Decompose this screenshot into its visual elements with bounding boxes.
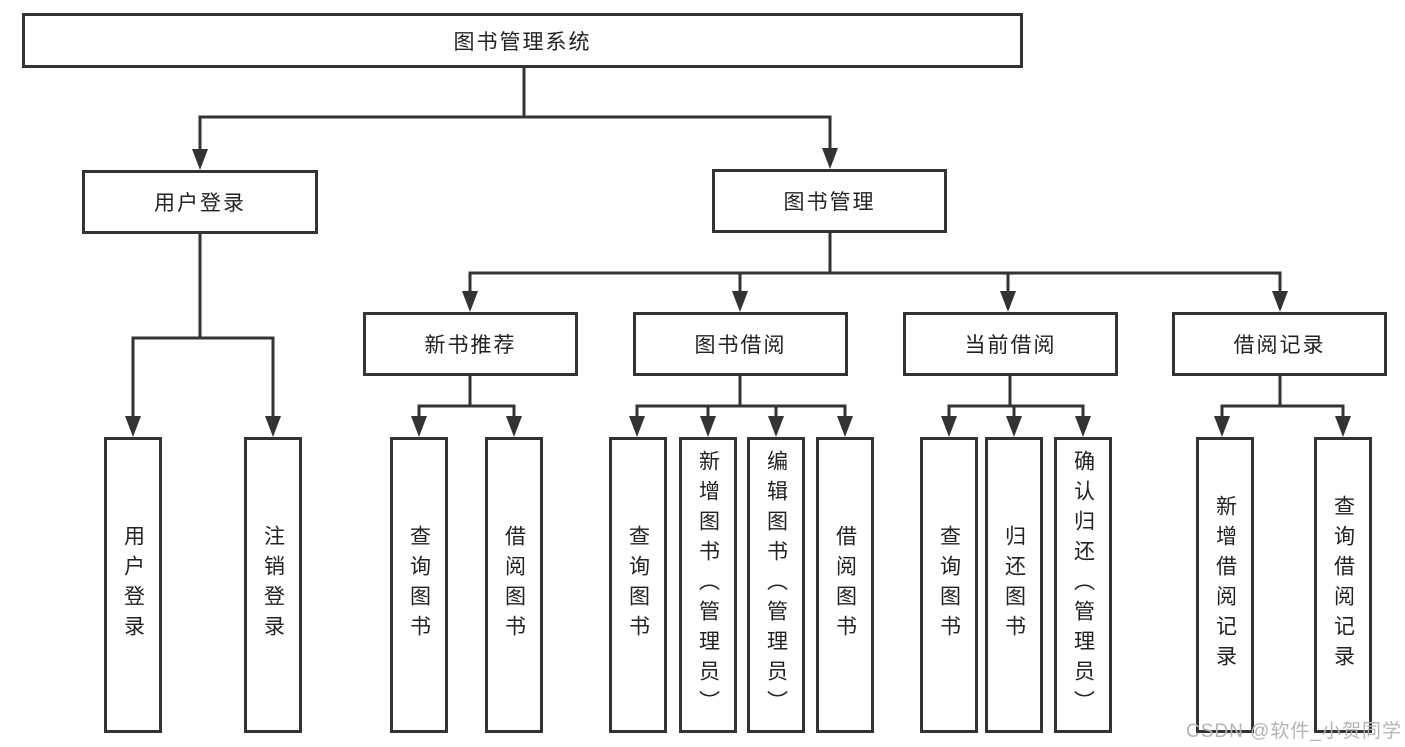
leaf-borrow-books-borrowing-label: 借阅图书	[833, 525, 857, 645]
arrow-head	[768, 416, 784, 437]
connector-line	[468, 233, 1282, 295]
arrow-head	[629, 416, 645, 437]
connector-line	[635, 376, 847, 420]
leaf-confirm-return-admin: 确认归还（管理员）	[1054, 437, 1112, 733]
node-new-book-recommendation: 新书推荐	[363, 312, 578, 376]
arrow-head	[1006, 416, 1022, 437]
arrow-head	[125, 416, 141, 437]
leaf-logout-label: 注销登录	[261, 525, 285, 645]
leaf-add-borrow-record: 新增借阅记录	[1196, 437, 1254, 733]
arrow-head	[265, 416, 281, 437]
arrow-head	[941, 416, 957, 437]
arrow-head	[1272, 291, 1288, 312]
leaf-return-books: 归还图书	[985, 437, 1043, 733]
node-book-borrowing-label: 图书借阅	[694, 334, 787, 357]
arrow-head	[1214, 416, 1230, 437]
arrow-head	[411, 416, 427, 437]
leaf-borrow-books-recommend-label: 借阅图书	[502, 525, 526, 645]
leaf-edit-books-admin: 编辑图书（管理员）	[747, 437, 805, 733]
leaf-borrow-books-borrowing: 借阅图书	[816, 437, 874, 733]
leaf-query-borrow-record-label: 查询借阅记录	[1331, 495, 1355, 675]
leaf-return-books-label: 归还图书	[1002, 525, 1026, 645]
arrow-head	[462, 291, 478, 312]
leaf-user-login-label: 用户登录	[121, 525, 145, 645]
node-current-borrowing: 当前借阅	[903, 312, 1118, 376]
arrow-head	[506, 416, 522, 437]
leaf-add-books-admin: 新增图书（管理员）	[679, 437, 737, 733]
node-new-book-recommendation-label: 新书推荐	[424, 334, 517, 357]
leaf-query-books-current-label: 查询图书	[937, 525, 961, 645]
leaf-confirm-return-admin-label: 确认归还（管理员）	[1071, 450, 1095, 720]
node-book-borrowing: 图书借阅	[633, 312, 848, 376]
node-borrowing-records-label: 借阅记录	[1233, 334, 1326, 357]
arrow-head	[1335, 416, 1351, 437]
leaf-query-books-borrowing-label: 查询图书	[626, 525, 650, 645]
arrow-head	[700, 416, 716, 437]
connector-line	[417, 376, 516, 420]
leaf-query-borrow-record: 查询借阅记录	[1314, 437, 1372, 733]
connector-line	[131, 233, 275, 420]
node-book-management-label: 图书管理	[783, 191, 876, 214]
arrow-head	[1000, 291, 1016, 312]
connector-line	[947, 376, 1085, 420]
leaf-logout: 注销登录	[244, 437, 302, 733]
node-root-label: 图书管理系统	[453, 30, 592, 54]
node-user-login-label: 用户登录	[154, 192, 246, 215]
node-book-management: 图书管理	[712, 169, 947, 233]
leaf-add-books-admin-label: 新增图书（管理员）	[696, 450, 720, 720]
node-user-login: 用户登录	[82, 170, 318, 234]
leaf-query-books-borrowing: 查询图书	[609, 437, 667, 733]
arrow-head	[1075, 416, 1091, 437]
leaf-user-login: 用户登录	[104, 437, 162, 733]
arrow-head	[837, 416, 853, 437]
leaf-add-borrow-record-label: 新增借阅记录	[1213, 495, 1237, 675]
leaf-query-books-current: 查询图书	[920, 437, 978, 733]
leaf-query-books-recommend-label: 查询图书	[407, 525, 431, 645]
leaf-borrow-books-recommend: 借阅图书	[485, 437, 543, 733]
arrow-head	[192, 149, 208, 170]
connector-line	[198, 68, 832, 153]
leaf-edit-books-admin-label: 编辑图书（管理员）	[764, 450, 788, 720]
leaf-query-books-recommend: 查询图书	[390, 437, 448, 733]
node-current-borrowing-label: 当前借阅	[964, 334, 1057, 357]
arrow-head	[822, 148, 838, 169]
watermark: CSDN @软件_小贺同学	[1186, 721, 1402, 742]
connector-line	[1220, 376, 1345, 420]
arrow-head	[732, 291, 748, 312]
node-root: 图书管理系统	[22, 13, 1023, 68]
node-borrowing-records: 借阅记录	[1172, 312, 1387, 376]
